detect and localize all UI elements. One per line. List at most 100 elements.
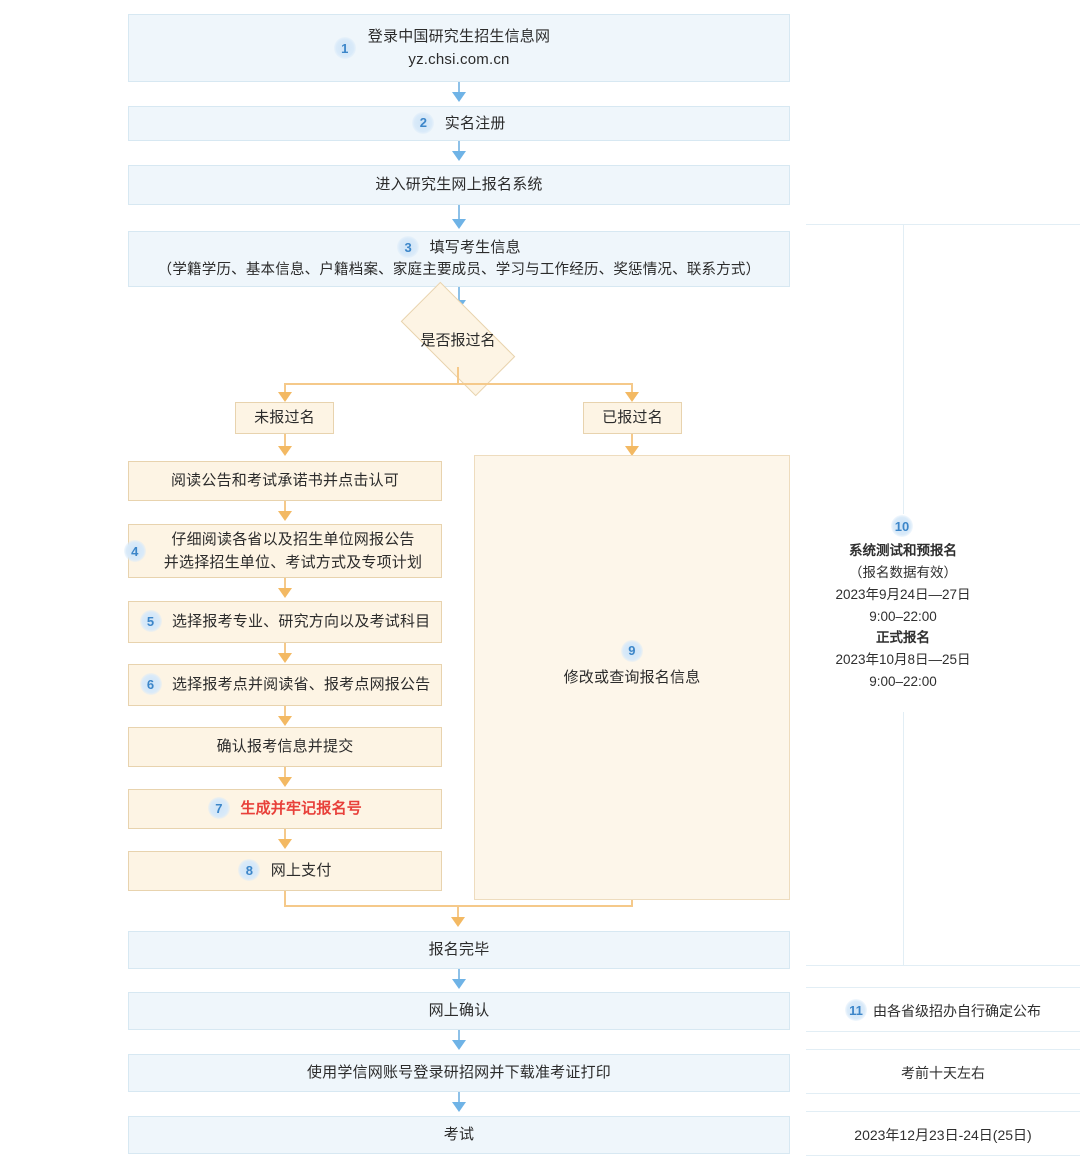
node-branch-not-registered[interactable]: 未报过名 <box>235 402 334 434</box>
arrow-no-to-read <box>278 446 292 456</box>
arrow-5-to-6 <box>278 653 292 663</box>
node-step-9[interactable]: 9 修改或查询报名信息 <box>474 455 790 900</box>
step-2-badge: 2 <box>412 111 435 134</box>
step-7-label: 生成并牢记报名号 <box>240 800 362 818</box>
step-4-badge: 4 <box>123 540 146 562</box>
connector-yes-to-step9 <box>631 434 633 450</box>
step-3-badge: 3 <box>397 236 420 259</box>
sidebar-rule-top <box>806 224 1080 225</box>
connector-1-to-2 <box>458 82 460 96</box>
sidebar-rule-row-confirm-bottom <box>806 1031 1080 1032</box>
step-1-text-wrap: 1 登录中国研究生招生信息网 yz.chsi.com.cn <box>333 25 552 72</box>
branch-yes-label: 已报过名 <box>602 409 663 427</box>
step-1-badge: 1 <box>333 37 356 59</box>
download-ticket-label: 使用学信网账号登录研招网并下载准考证打印 <box>306 1064 611 1082</box>
connector-5-to-6 <box>284 643 286 657</box>
node-step-6[interactable]: 6 选择报考点并阅读省、报考点网报公告 <box>128 664 442 706</box>
sidebar-rule-row-confirm-top <box>806 987 1080 988</box>
connector-decision-stem <box>457 367 459 384</box>
arrow-yes-to-step9 <box>625 446 639 456</box>
step-6-text-wrap: 6 选择报考点并阅读省、报考点网报公告 <box>138 673 433 696</box>
node-step-5[interactable]: 5 选择报考专业、研究方向以及考试科目 <box>128 601 442 643</box>
sidebar-rule-row-done-top <box>806 965 1080 966</box>
step-5-label: 选择报考专业、研究方向以及考试科目 <box>171 613 431 631</box>
sidebar-rule-row-ticket-top <box>806 1049 1080 1050</box>
node-step-4[interactable]: 4 仔细阅读各省以及招生单位网报公告 并选择招生单位、考试方式及专项计划 <box>123 524 442 578</box>
connector-8-down <box>284 891 286 906</box>
node-step-2[interactable]: 2 实名注册 <box>128 106 790 141</box>
connector-3-to-decision <box>458 287 460 303</box>
node-branch-registered[interactable]: 已报过名 <box>583 402 682 434</box>
step-2-label: 实名注册 <box>444 114 506 132</box>
node-step-1[interactable]: 1 登录中国研究生招生信息网 yz.chsi.com.cn <box>128 14 790 82</box>
node-online-confirm[interactable]: 网上确认 <box>128 992 790 1030</box>
step-9-label: 修改或查询报名信息 <box>563 668 701 686</box>
sidebar-rule-row-ticket-bottom <box>806 1093 1080 1094</box>
arrow-merge-to-done <box>451 917 465 927</box>
node-read-notice[interactable]: 阅读公告和考试承诺书并点击认可 <box>128 461 442 501</box>
done-label: 报名完毕 <box>428 941 490 959</box>
step-10-line-6: 2023年10月8日—25日 <box>835 652 971 668</box>
connector-branch-bar <box>284 383 633 385</box>
read-notice-label: 阅读公告和考试承诺书并点击认可 <box>170 472 399 490</box>
step-4-line-2: 并选择招生单位、考试方式及专项计划 <box>163 554 423 571</box>
connector-branch-left <box>284 383 286 395</box>
step-5-text-wrap: 5 选择报考专业、研究方向以及考试科目 <box>138 610 433 633</box>
step-3-heading-wrap: 3 填写考生信息 <box>158 236 761 259</box>
sidebar-step-10-block: 系统测试和预报名 （报名数据有效） 2023年9月24日—27日 9:00–22… <box>798 540 1008 693</box>
connector-no-to-read <box>284 434 286 450</box>
enter-system-label: 进入研究生网上报名系统 <box>375 176 543 194</box>
step-7-badge: 7 <box>208 797 230 820</box>
connector-6-to-confirm <box>284 706 286 720</box>
node-enter-system[interactable]: 进入研究生网上报名系统 <box>128 165 790 205</box>
arrow-branch-left <box>278 392 292 402</box>
step-10-line-4: 9:00–22:00 <box>869 608 937 624</box>
step-7-text-wrap: 7 生成并牢记报名号 <box>206 797 364 820</box>
node-confirm-submit[interactable]: 确认报考信息并提交 <box>128 727 442 767</box>
connector-download-to-exam <box>458 1092 460 1105</box>
step-10-line-2: （报名数据有效） <box>849 564 957 580</box>
node-download-admission-ticket[interactable]: 使用学信网账号登录研招网并下载准考证打印 <box>128 1054 790 1092</box>
connector-read-to-4 <box>284 501 286 515</box>
online-confirm-label: 网上确认 <box>428 1002 490 1020</box>
step-2-text-wrap: 2 实名注册 <box>410 111 507 135</box>
node-step-7[interactable]: 7 生成并牢记报名号 <box>128 789 442 829</box>
sidebar-cell-exam-date: 2023年12月23日-24日(25日) <box>806 1116 1080 1154</box>
arrow-confirm-to-download <box>452 1040 466 1050</box>
connector-7-to-8 <box>284 829 286 843</box>
sidebar-cell-step-11: 11 由各省级招办自行确定公布 <box>806 992 1080 1030</box>
arrow-7-to-8 <box>278 839 292 849</box>
sidebar-rule-bottom <box>806 1155 1080 1156</box>
step-8-label: 网上支付 <box>270 862 332 880</box>
step-8-text-wrap: 8 网上支付 <box>236 859 333 882</box>
node-decision-registered-before[interactable]: 是否报过名 <box>400 281 516 397</box>
arrow-6-to-confirm <box>278 716 292 726</box>
arrow-done-to-confirm <box>452 979 466 989</box>
arrow-1-to-2 <box>452 92 466 102</box>
sidebar-rule-row-exam-top <box>806 1111 1080 1112</box>
node-exam[interactable]: 考试 <box>128 1116 790 1154</box>
arrow-download-to-exam <box>452 1102 466 1112</box>
ticket-time-label: 考前十天左右 <box>901 1065 985 1081</box>
exam-label: 考试 <box>443 1126 475 1144</box>
branch-no-label: 未报过名 <box>254 409 315 427</box>
arrow-branch-right <box>625 392 639 402</box>
step-6-label: 选择报考点并阅读省、报考点网报公告 <box>171 676 431 694</box>
node-step-8[interactable]: 8 网上支付 <box>128 851 442 891</box>
sidebar-rule-vertical-upper <box>903 224 904 514</box>
step-8-badge: 8 <box>238 859 261 882</box>
connector-confirm-to-download <box>458 1030 460 1043</box>
step-6-badge: 6 <box>139 673 162 696</box>
node-step-3[interactable]: 3 填写考生信息 （学籍学历、基本信息、户籍档案、家庭主要成员、学习与工作经历、… <box>128 231 790 287</box>
step-4-line-1: 仔细阅读各省以及招生单位网报公告 <box>171 530 415 548</box>
arrow-2-to-system <box>452 151 466 161</box>
step-3-text-wrap: 3 填写考生信息 （学籍学历、基本信息、户籍档案、家庭主要成员、学习与工作经历、… <box>156 236 763 282</box>
step-4-text-wrap: 4 仔细阅读各省以及招生单位网报公告 并选择招生单位、考试方式及专项计划 <box>123 528 424 575</box>
step-5-badge: 5 <box>139 610 162 633</box>
connector-confirm-to-7 <box>284 767 286 781</box>
connector-merge-stem <box>457 905 459 920</box>
arrow-read-to-4 <box>278 511 292 521</box>
step-10-line-7: 9:00–22:00 <box>869 674 937 690</box>
node-registration-done[interactable]: 报名完毕 <box>128 931 790 969</box>
